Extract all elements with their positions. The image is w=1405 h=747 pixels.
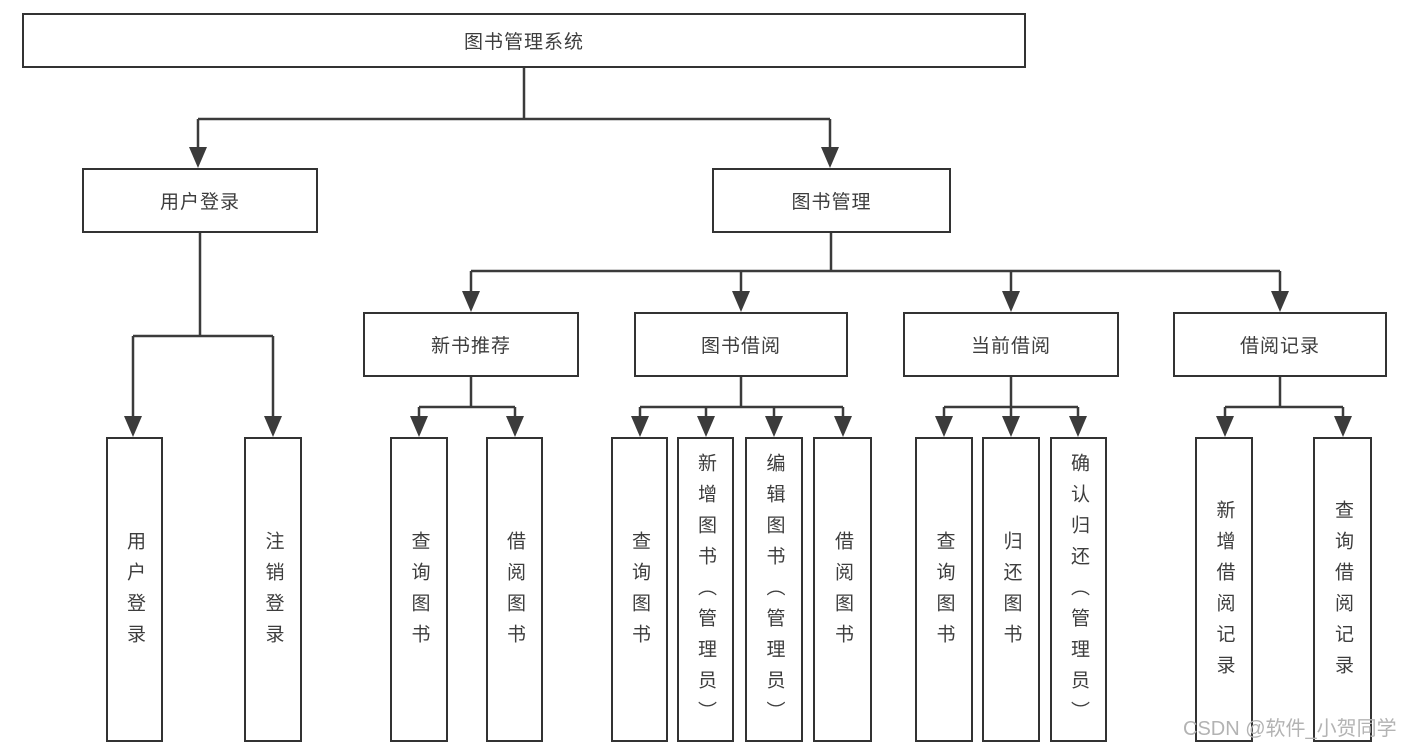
- connector-root: [189, 68, 839, 168]
- leaf-query-books-1: 查询图书: [390, 437, 448, 742]
- node-book-management: 图书管理: [712, 168, 951, 233]
- node-new-book-recommendation: 新书推荐: [363, 312, 579, 377]
- connector-borrowing-records: [1216, 377, 1352, 437]
- leaf-add-book-admin: 新增图书（管理员）: [677, 437, 734, 742]
- node-borrowing-records: 借阅记录: [1173, 312, 1387, 377]
- leaf-logout: 注销登录: [244, 437, 302, 742]
- node-user-login: 用户登录: [82, 168, 318, 233]
- connector-book-borrowing: [631, 377, 852, 437]
- leaf-borrow-books-2: 借阅图书: [813, 437, 872, 742]
- node-current-borrowing: 当前借阅: [903, 312, 1119, 377]
- connector-book-management: [462, 233, 1289, 312]
- node-book-borrowing: 图书借阅: [634, 312, 848, 377]
- leaf-query-books-3: 查询图书: [915, 437, 973, 742]
- connector-new-book-recommendation: [410, 377, 524, 437]
- leaf-confirm-return-admin: 确认归还（管理员）: [1050, 437, 1107, 742]
- connector-current-borrowing: [935, 377, 1087, 437]
- leaf-borrow-books-1: 借阅图书: [486, 437, 543, 742]
- leaf-add-borrowing-record: 新增借阅记录: [1195, 437, 1253, 742]
- leaf-user-login: 用户登录: [106, 437, 163, 742]
- watermark: CSDN @软件_小贺同学: [1183, 718, 1397, 740]
- leaf-query-borrowing-record: 查询借阅记录: [1313, 437, 1372, 742]
- leaf-edit-book-admin: 编辑图书（管理员）: [745, 437, 803, 742]
- leaf-query-books-2: 查询图书: [611, 437, 668, 742]
- leaf-return-books: 归还图书: [982, 437, 1040, 742]
- node-root: 图书管理系统: [22, 13, 1026, 68]
- connector-user-login: [124, 233, 282, 437]
